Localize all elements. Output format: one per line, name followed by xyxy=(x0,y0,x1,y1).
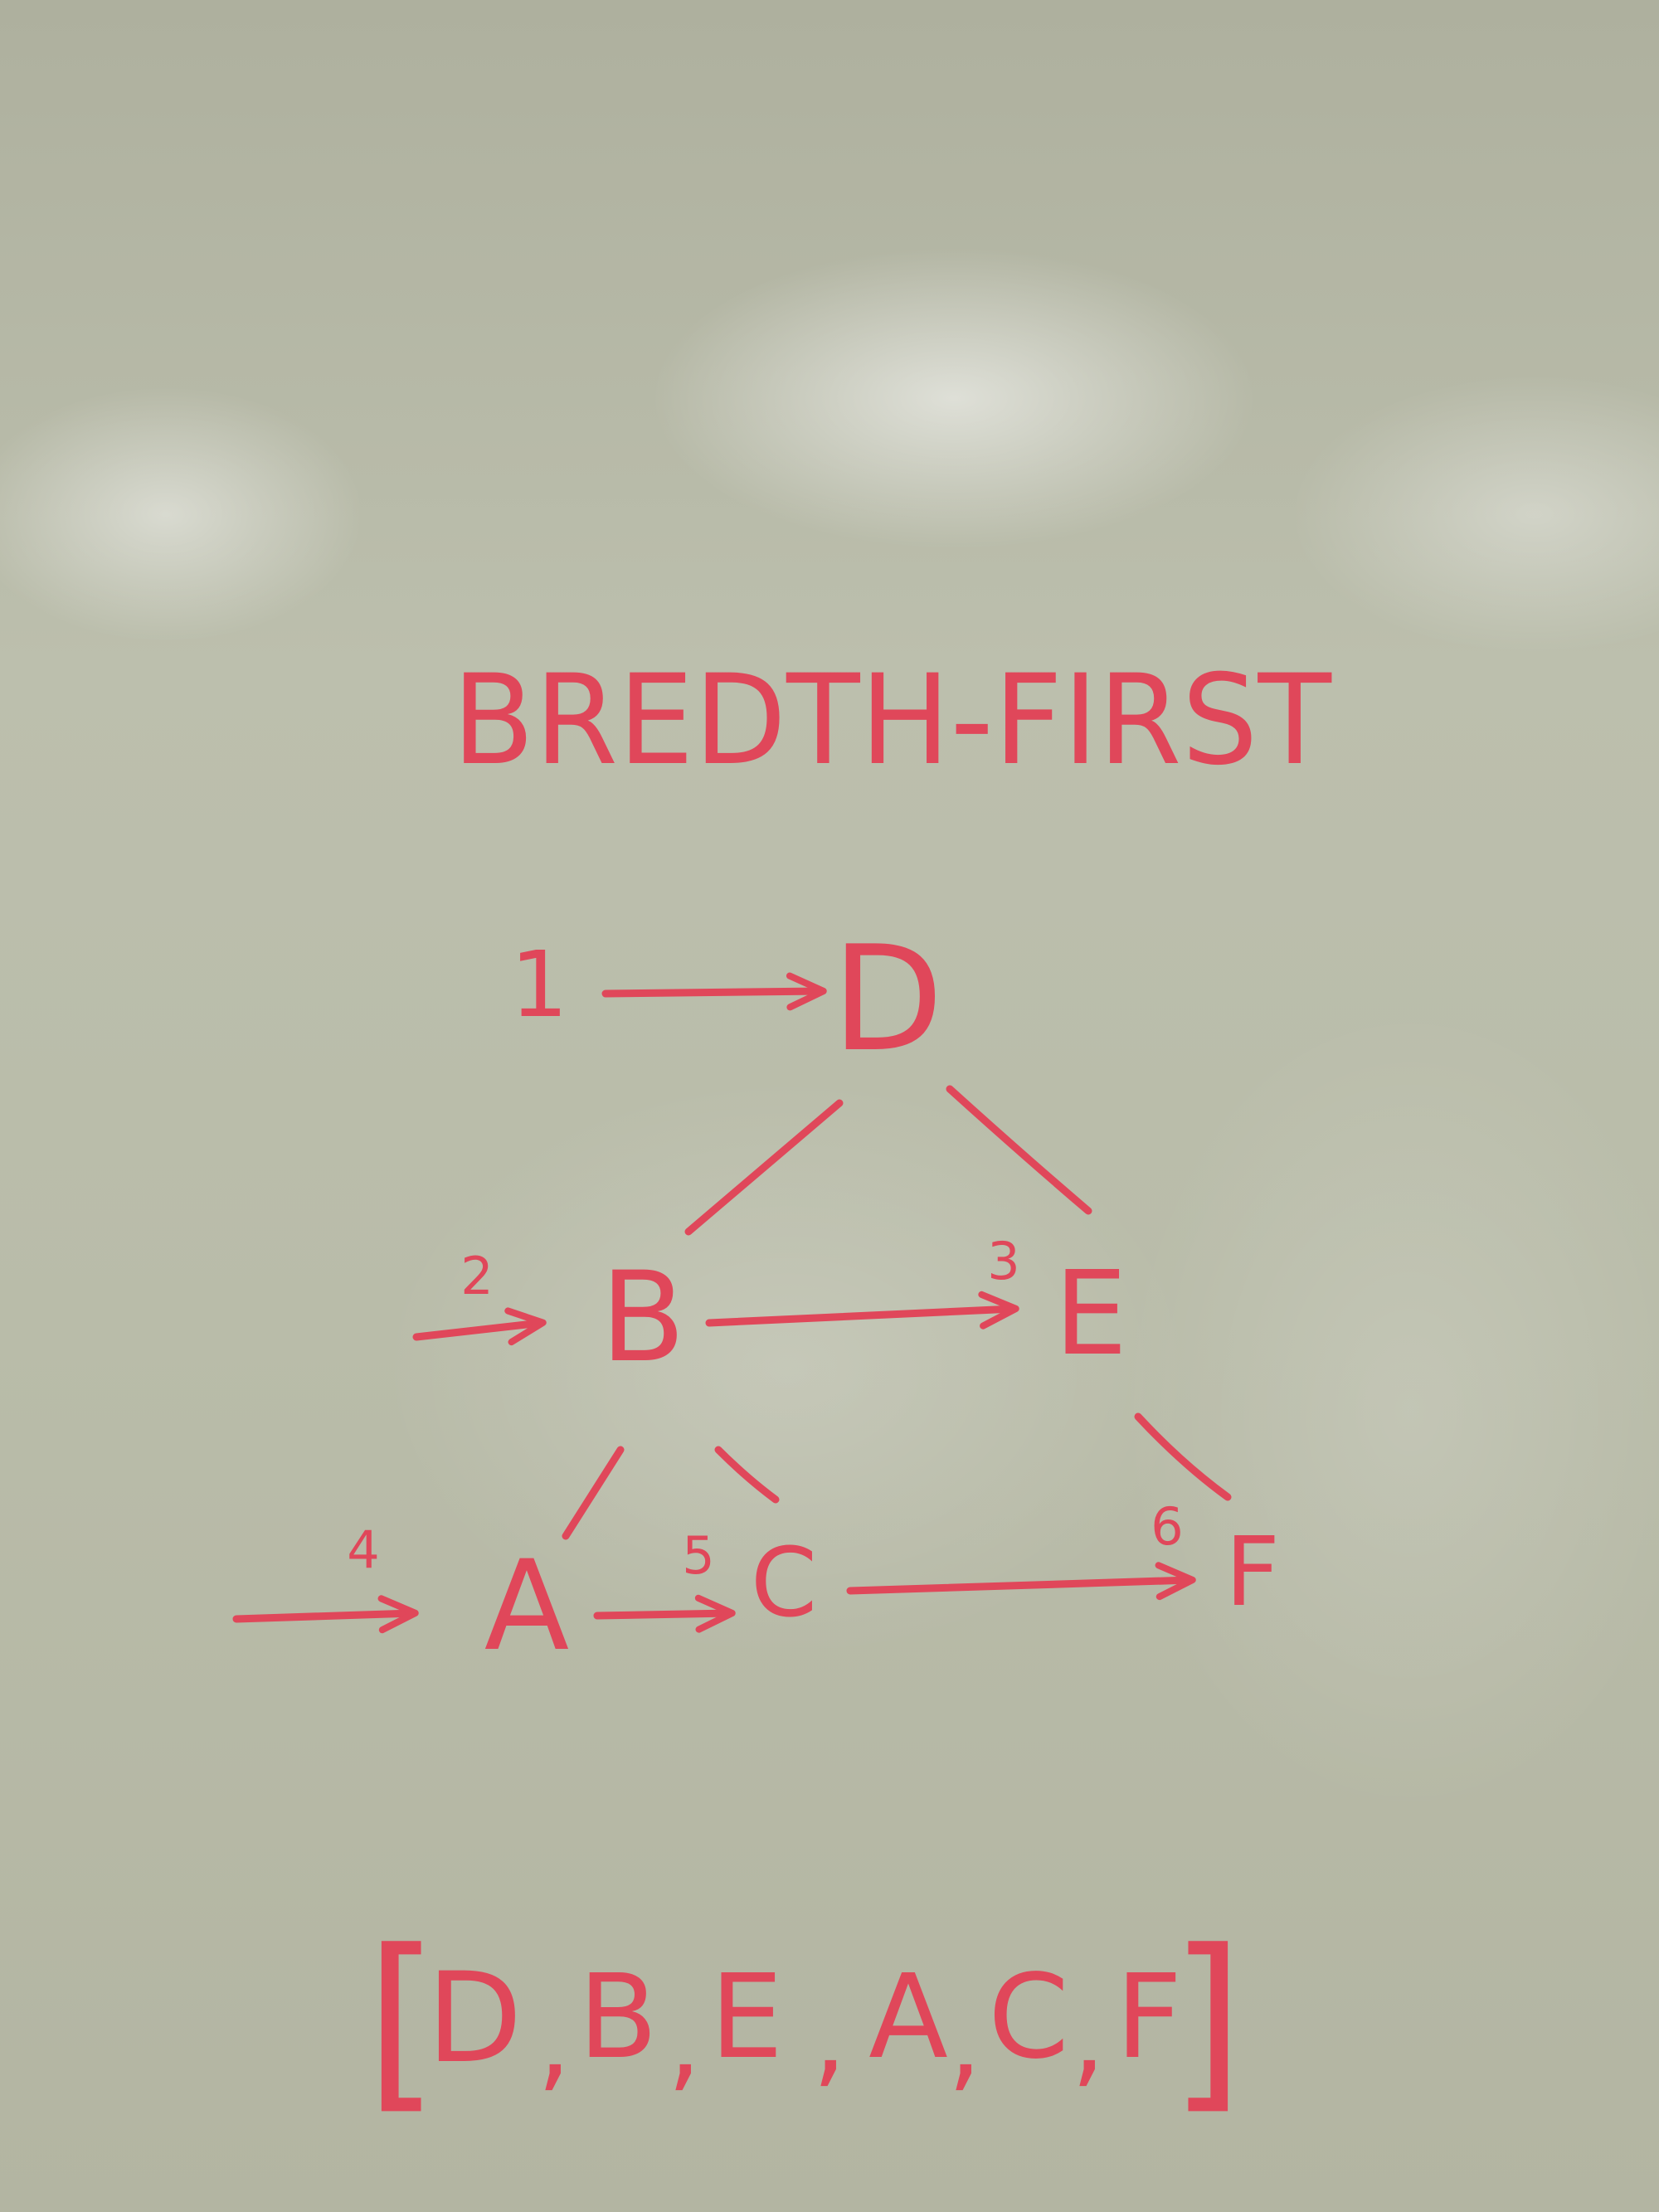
node-e: E xyxy=(1054,1247,1127,1382)
order-number-2: 2 xyxy=(460,1246,493,1306)
order-number-6: 6 xyxy=(1151,1496,1183,1557)
graph-edges xyxy=(562,1085,1232,1540)
result-item-6: F xyxy=(1116,1950,1183,2085)
result-item-1: D xyxy=(426,1947,523,2091)
result-separator-5: , xyxy=(1071,1973,1105,2099)
result-item-3: E xyxy=(710,1950,783,2085)
edge-d-e xyxy=(946,1085,1092,1215)
order-number-1: 1 xyxy=(510,931,568,1038)
arrow-c-f xyxy=(846,1562,1196,1601)
node-a: A xyxy=(484,1534,570,1679)
edge-e-f xyxy=(1134,1412,1232,1501)
arrow-b-e xyxy=(705,1291,1019,1330)
result-open-bracket: [ xyxy=(365,1910,440,2132)
order-number-4: 4 xyxy=(347,1519,379,1580)
node-f: F xyxy=(1225,1517,1280,1628)
result-item-2: B xyxy=(578,1950,658,2085)
result-separator-2: , xyxy=(667,1977,701,2103)
order-number-5: 5 xyxy=(682,1525,714,1586)
arrow-to-a xyxy=(232,1595,419,1634)
result-separator-3: , xyxy=(812,1973,846,2099)
result-list: [ D , B , E , A , C , F ] xyxy=(365,1910,1244,2132)
edge-b-c xyxy=(714,1446,780,1504)
result-item-5: C xyxy=(988,1950,1069,2085)
graph-nodes: D B E A C F xyxy=(484,916,1280,1679)
node-c: C xyxy=(751,1528,817,1639)
edge-d-b xyxy=(684,1099,844,1236)
title: BREDTH-FIRST xyxy=(452,649,1332,793)
result-close-bracket: ] xyxy=(1170,1910,1244,2132)
result-item-4: A xyxy=(868,1950,948,2085)
edge-b-a xyxy=(562,1446,625,1540)
result-separator-1: , xyxy=(537,1977,571,2103)
node-b: B xyxy=(601,1246,686,1390)
visit-order-numbers: 1 2 3 4 5 6 xyxy=(347,931,1183,1586)
traversal-arrows xyxy=(232,972,1196,1634)
result-separator-4: , xyxy=(947,1977,981,2103)
arrow-to-b xyxy=(412,1307,547,1346)
arrow-to-d xyxy=(601,972,827,1011)
node-d: D xyxy=(832,916,944,1084)
arrow-a-c xyxy=(593,1594,736,1633)
order-number-3: 3 xyxy=(987,1231,1019,1291)
